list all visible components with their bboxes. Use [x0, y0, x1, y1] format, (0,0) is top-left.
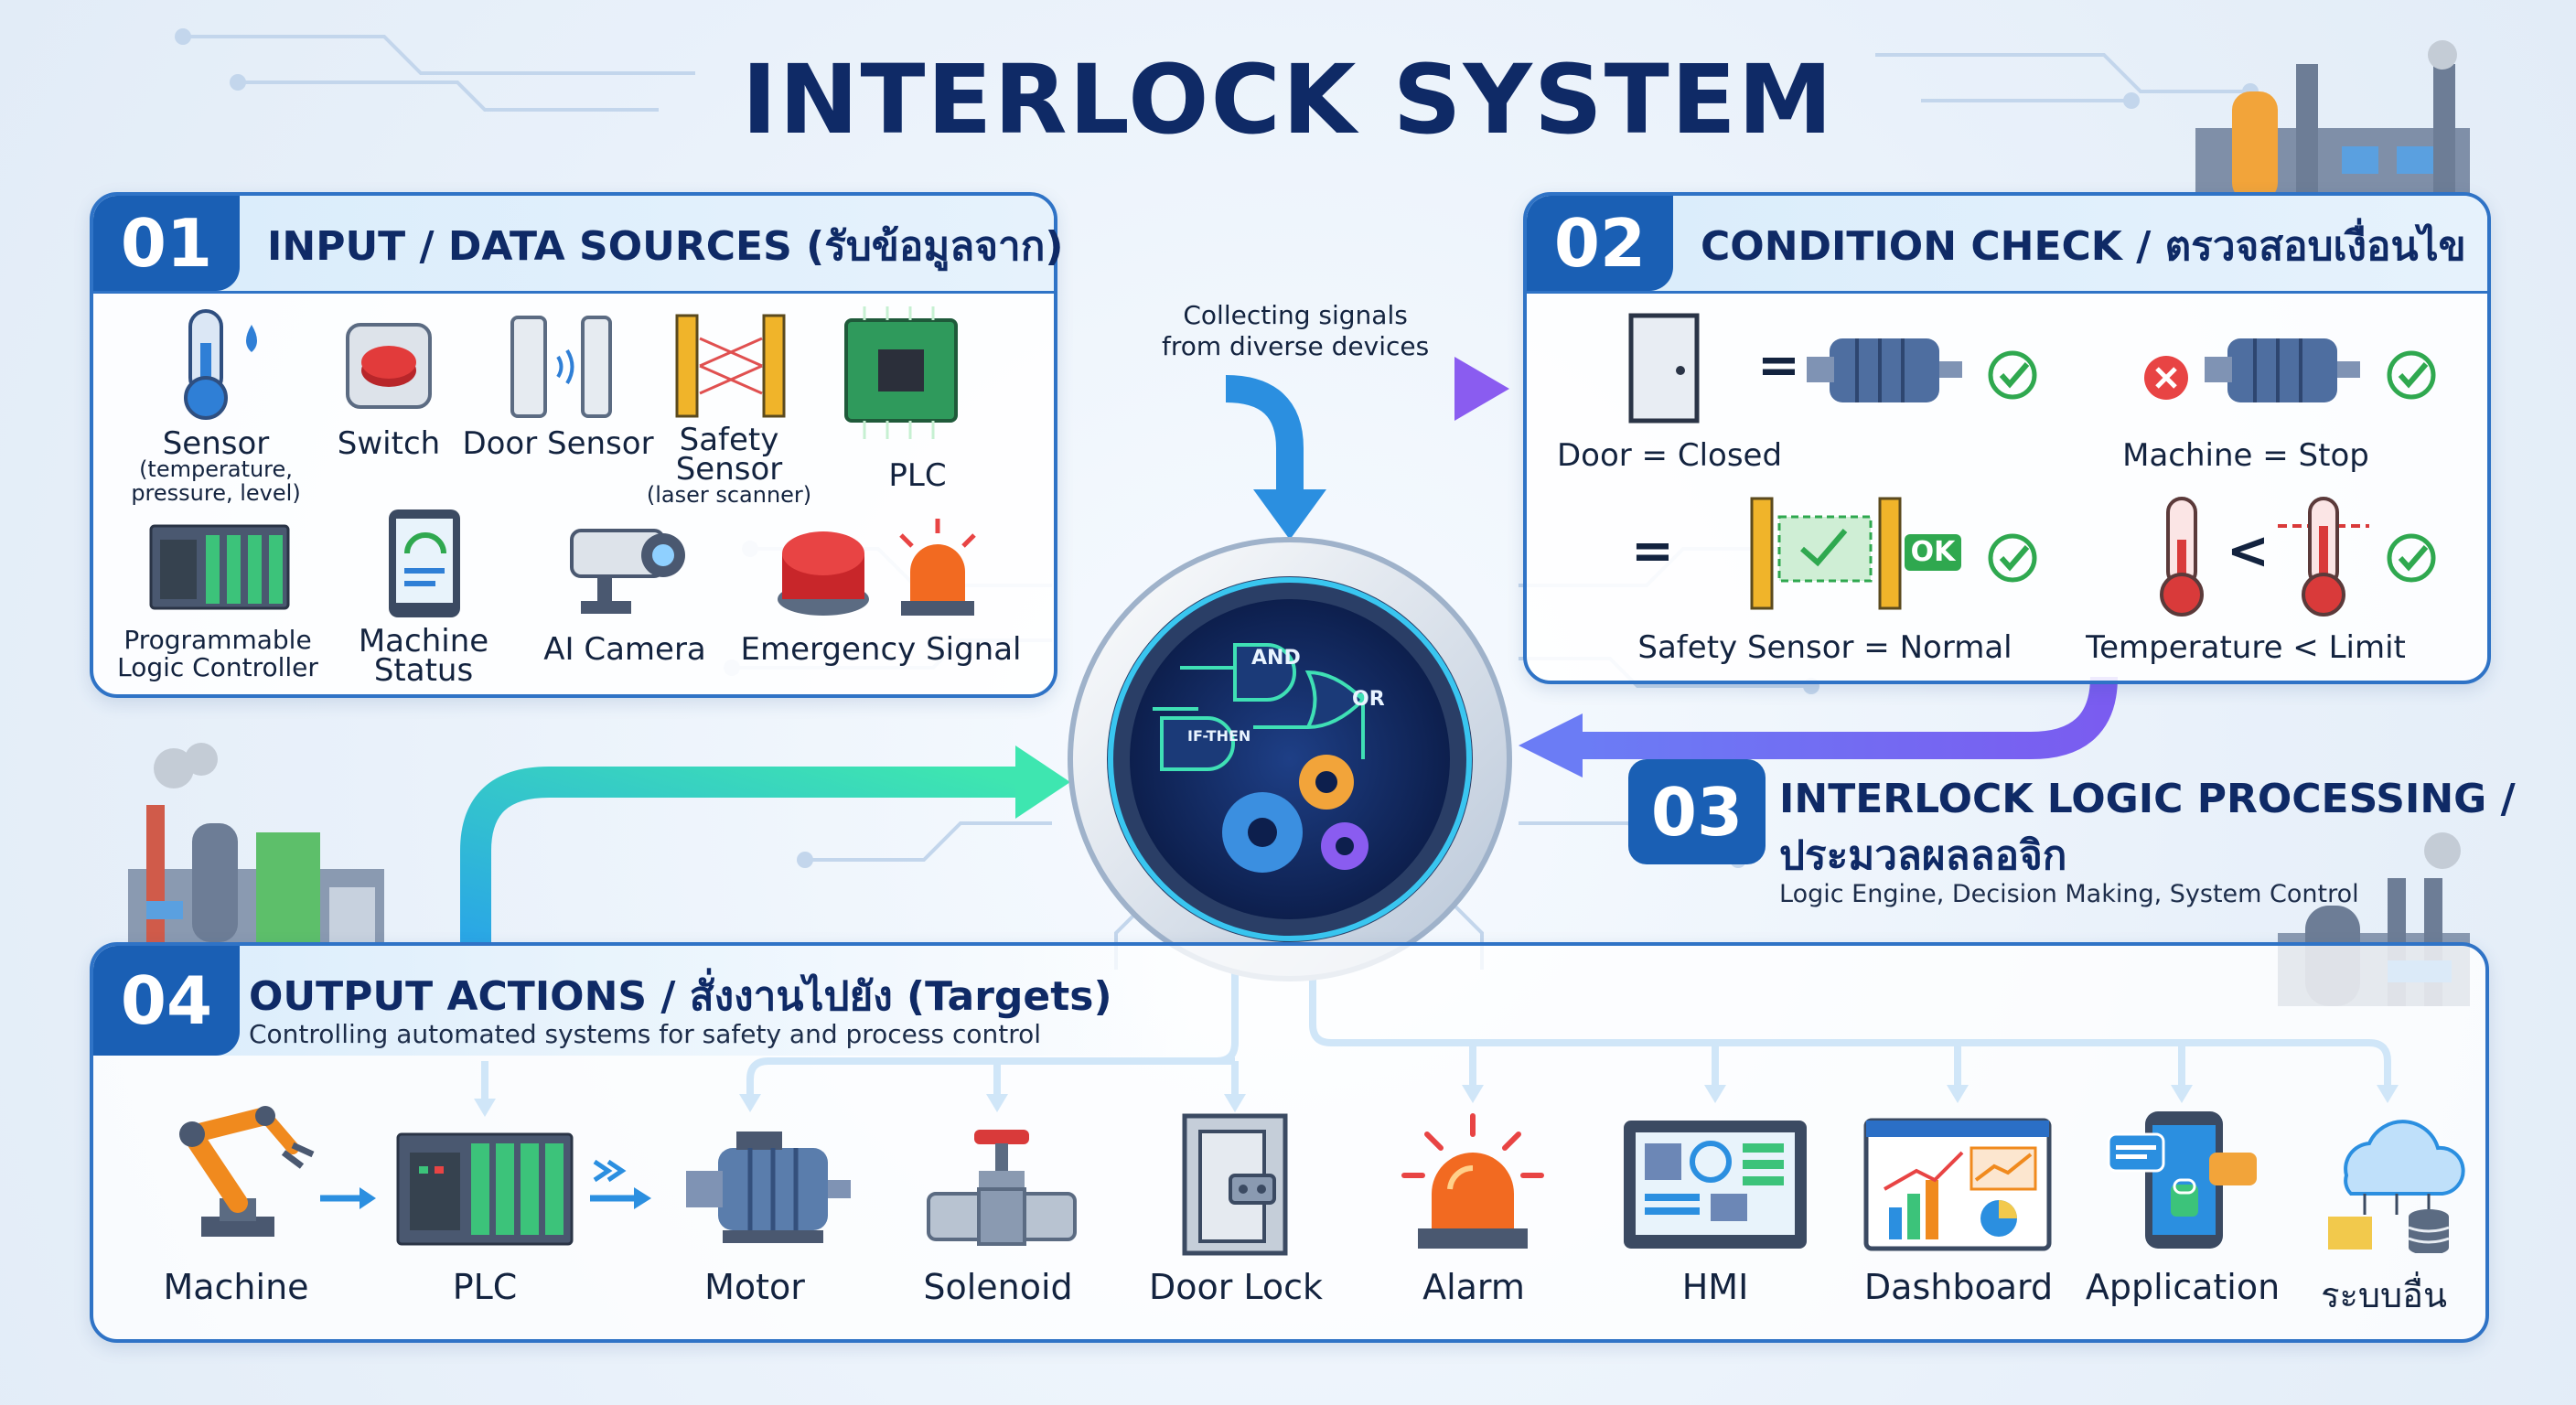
input-label-ai-camera: AI Camera [543, 631, 706, 668]
output-label-application: Application [2085, 1267, 2281, 1307]
input-label-safety-sensor: Safety Sensor [675, 422, 783, 488]
condition-panel-header [1527, 196, 2487, 294]
output-panel-header [93, 946, 1191, 1056]
input-section-number: 01 [93, 196, 240, 291]
cloud-icon [2328, 1120, 2465, 1253]
alarm-icon [1401, 1113, 1544, 1249]
processing-title-line2: ประมวลผลลอจิก [1779, 832, 2067, 879]
processing-section-number: 03 [1628, 759, 1766, 864]
logic-engine-icon [1068, 537, 1512, 981]
condition-label-door: Door = Closed [1556, 437, 1783, 474]
input-label-switch: Switch [337, 425, 441, 462]
condition-label-machine: Machine = Stop [2122, 437, 2369, 474]
door-lock-icon [1182, 1113, 1288, 1256]
equals-symbol-2: = [1631, 521, 1674, 581]
plc-rack-icon [149, 524, 290, 610]
plc-chip-icon [844, 306, 958, 439]
output-label-machine: Machine [163, 1267, 309, 1307]
gate-label-if-then: IF-THEN [1187, 727, 1251, 745]
door-sensor-icon [510, 316, 612, 418]
ok-badge: OK [1905, 534, 1961, 571]
processing-title-line1: INTERLOCK LOGIC PROCESSING / [1779, 776, 2516, 822]
input-flow-arrowhead [1454, 357, 1509, 421]
output-section-subtitle: Controlling automated systems for safety… [249, 1019, 1042, 1049]
input-sublabel-safety-sensor: (laser scanner) [646, 482, 812, 508]
motor-icon-stopped [2205, 338, 2360, 402]
safety-sensor-icon-condition [1750, 497, 1902, 610]
page-title: INTERLOCK SYSTEM [741, 44, 1835, 156]
condition-section-number: 02 [1527, 196, 1673, 291]
switch-icon [346, 323, 432, 409]
output-label-door-lock: Door Lock [1148, 1267, 1324, 1307]
down-flow-arrowhead [1253, 489, 1326, 540]
gate-label-or: OR [1352, 688, 1385, 711]
equals-symbol: = [1757, 336, 1800, 395]
thermometer-limit-icon [2278, 497, 2369, 617]
input-label-sensor: Sensor [162, 425, 270, 462]
door-icon [1628, 313, 1700, 424]
input-sublabel-sensor: (temperature, pressure, level) [131, 456, 301, 506]
feedback-flow-arrowhead [1015, 745, 1070, 819]
safety-sensor-icon [675, 314, 786, 418]
input-label-door-sensor: Door Sensor [462, 425, 654, 462]
robot-arm-icon [179, 1106, 315, 1237]
check-icon-machine [2387, 350, 2436, 400]
factory-icon-left [128, 743, 384, 942]
output-label-dashboard: Dashboard [1863, 1267, 2054, 1307]
input-label-emergency: Emergency Signal [740, 631, 1022, 668]
output-label-solenoid: Solenoid [923, 1267, 1073, 1307]
motor-icon-output [686, 1132, 851, 1243]
check-icon-safety [1988, 533, 2037, 583]
condition-flow-arrow [1583, 676, 2118, 759]
camera-icon [570, 529, 685, 614]
output-label-motor: Motor [704, 1267, 805, 1307]
less-than-symbol: < [2227, 521, 2270, 581]
check-icon-door [1988, 350, 2037, 400]
valve-icon [927, 1130, 1077, 1246]
input-label-machine-status: Machine Status [358, 623, 489, 689]
plc-rack-icon-output [396, 1132, 574, 1246]
tablet-gauge-icon [389, 509, 460, 617]
output-section-number: 04 [93, 946, 240, 1056]
emergency-button-icon [778, 531, 869, 616]
warning-light-icon [899, 519, 976, 616]
condition-label-safety: Safety Sensor = Normal [1637, 629, 2012, 666]
processing-subtitle: Logic Engine, Decision Making, System Co… [1779, 880, 2359, 908]
condition-section-title: CONDITION CHECK / ตรวจสอบเงื่อนไข [1701, 223, 2466, 270]
feedback-flow-arrow [460, 767, 1015, 942]
arrow-right-icon-2 [590, 1159, 651, 1209]
input-panel: 01 INPUT / DATA SOURCES (รับข้อมูลจาก) [90, 192, 1063, 698]
input-label-plc: PLC [888, 457, 947, 494]
arrow-right-icon-1 [320, 1187, 376, 1209]
output-label-plc: PLC [452, 1267, 518, 1307]
hmi-icon [1624, 1121, 1807, 1249]
condition-flow-arrowhead [1519, 713, 1583, 778]
condition-label-temperature: Temperature < Limit [2086, 629, 2406, 666]
output-label-hmi: HMI [1681, 1267, 1749, 1307]
output-label-alarm: Alarm [1422, 1267, 1525, 1307]
input-section-title: INPUT / DATA SOURCES (รับข้อมูลจาก) [267, 223, 1064, 270]
thermometer-low-icon [2160, 497, 2204, 617]
output-label-other-systems: ระบบอื่น [2321, 1275, 2447, 1315]
input-label-plc-rack: Programmable Logic Controller [117, 625, 318, 682]
flow-note: Collecting signals from diverse devices [1162, 300, 1430, 361]
down-flow-arrow [1225, 375, 1304, 494]
gate-label-and: AND [1251, 647, 1301, 670]
check-icon-temperature [2387, 533, 2436, 583]
output-section-title: OUTPUT ACTIONS / สั่งงานไปยัง (Targets) [249, 973, 1112, 1020]
dashboard-icon [1863, 1118, 2052, 1251]
factory-icon-top-right [2195, 40, 2470, 201]
stop-x-icon [2144, 356, 2188, 400]
phone-app-icon [2107, 1111, 2257, 1249]
motor-icon-condition [1807, 338, 1962, 402]
input-panel-header [93, 196, 1054, 294]
thermometer-icon [184, 309, 257, 420]
